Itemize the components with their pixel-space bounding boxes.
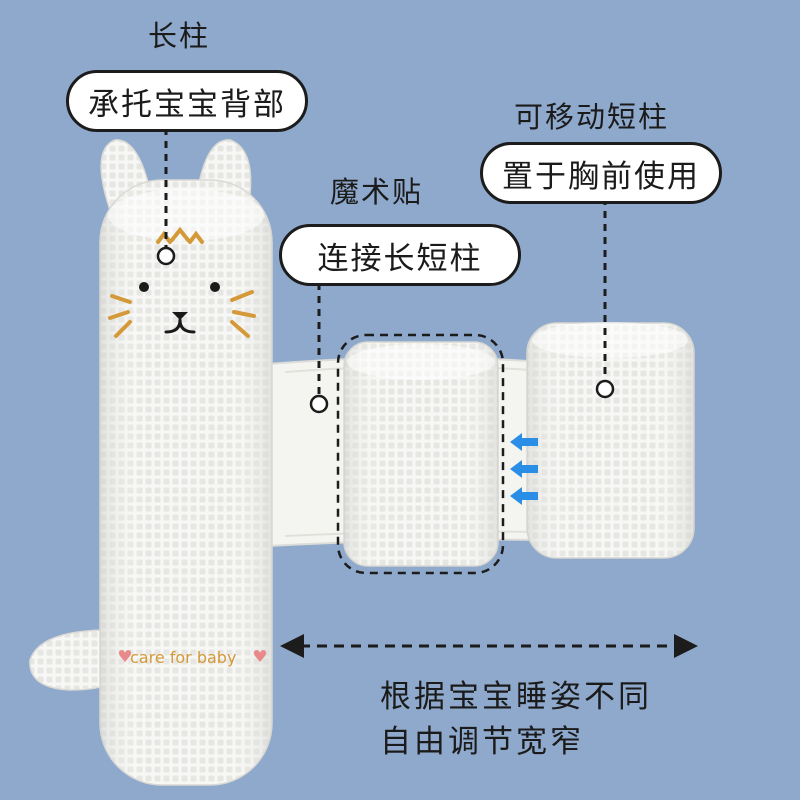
movable-short-pillar-title: 可移动短柱 (514, 100, 670, 134)
push-arrow-icon (510, 433, 538, 505)
cat-face (108, 226, 256, 338)
velcro-pill: 连接长短柱 (279, 224, 521, 286)
double-arrow-icon (280, 634, 698, 658)
embroidery-text: care for baby (118, 648, 267, 667)
velcro-title: 魔术贴 (330, 175, 424, 209)
leader-lines (164, 128, 607, 397)
long-pillar (99, 179, 273, 786)
long-pillar-title: 长柱 (148, 19, 211, 53)
movable-short-pillar-pill: 置于胸前使用 (480, 142, 722, 204)
connector-dot-icon (156, 246, 615, 414)
middle-short-pillar (336, 333, 505, 575)
caption: 根据宝宝睡姿不同 自由调节宽窄 (380, 675, 652, 765)
caption-line-1: 根据宝宝睡姿不同 (380, 679, 652, 715)
long-pillar-pill: 承托宝宝背部 (66, 70, 308, 132)
movable-short-pillar (526, 322, 695, 559)
embroidery-label: care for baby (130, 648, 236, 667)
caption-line-2: 自由调节宽窄 (380, 723, 584, 760)
